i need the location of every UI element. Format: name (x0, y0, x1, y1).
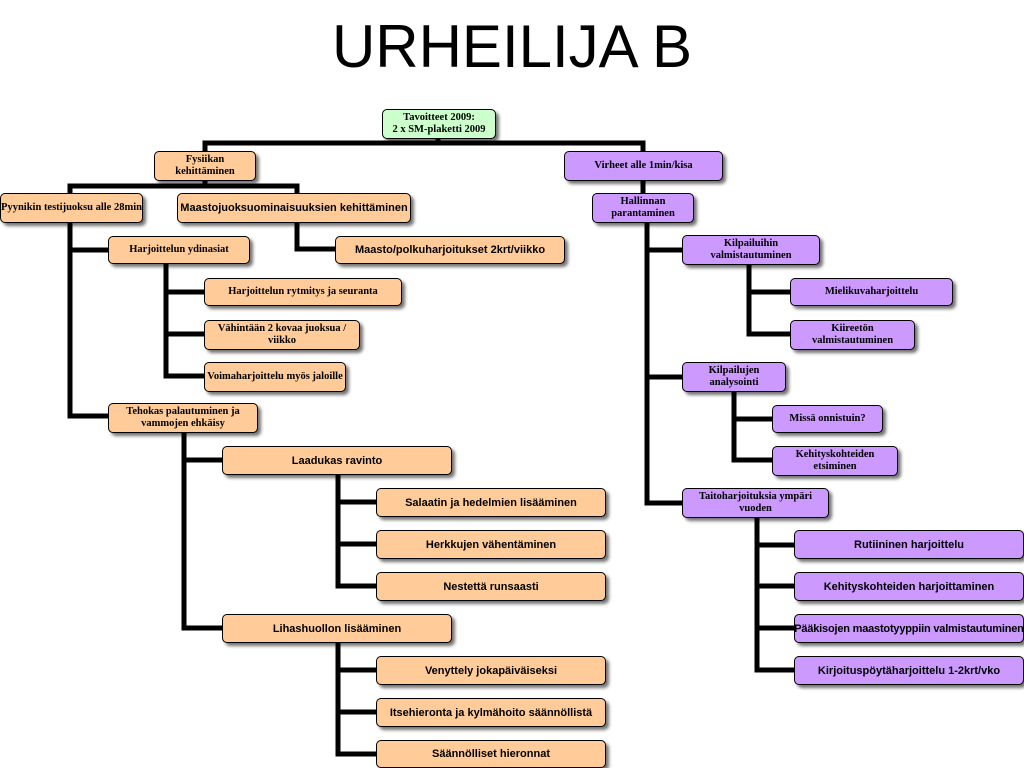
node-label: Taitoharjoituksia ympäri vuoden (698, 491, 813, 514)
node-kirjoituspoyta: Kirjoituspöytäharjoittelu 1-2krt/vko (794, 656, 1024, 685)
node-paakisat: Pääkisojen maastotyyppiin valmistautumin… (794, 614, 1024, 643)
node-label: Nestettä runsaasti (443, 580, 539, 593)
node-label: Säännölliset hieronnat (432, 748, 550, 760)
node-label: Hallinnan parantaminen (611, 196, 675, 219)
node-venyttely: Venyttely jokapäiväiseksi (376, 656, 606, 685)
node-onnistuin: Missä onnistuin? (772, 405, 883, 433)
node-label: Herkkujen vähentäminen (425, 538, 557, 551)
node-pyynikki: Pyynikin testijuoksu alle 28min (0, 193, 143, 223)
node-lihashuolto: Lihashuollon lisääminen (222, 614, 452, 643)
page-title: URHEILIJA B (331, 13, 693, 80)
node-kovaa: Vähintään 2 kovaa juoksua / viikko (204, 320, 360, 350)
node-label: Kiireetön valmistautuminen (811, 323, 894, 346)
node-label: Salaatin ja hedelmien lisääminen (405, 496, 577, 509)
node-rutiini: Rutiininen harjoittelu (794, 530, 1024, 559)
node-herkut: Herkkujen vähentäminen (376, 530, 606, 559)
node-label: Voimaharjoittelu myös jaloille (207, 371, 343, 382)
node-label: Lihashuollon lisääminen (272, 622, 402, 635)
node-label: Maasto/polkuharjoitukset 2krt/viikko (354, 244, 546, 256)
node-label: Laadukas ravinto (291, 454, 383, 467)
node-label: Mielikuvaharjoittelu (824, 286, 919, 297)
node-label: Kilpailuihin valmistautuminen (710, 238, 792, 261)
node-analyysi: Kilpailujen analysointi (682, 362, 786, 392)
node-label: Kehityskohteiden etsiminen (795, 449, 875, 472)
node-label: Maastojuoksuominaisuuksien kehittäminen (180, 202, 408, 214)
node-kehityskohteiden-harjoittaminen: Kehityskohteiden harjoittaminen (794, 572, 1024, 601)
node-maasto-polku: Maasto/polkuharjoitukset 2krt/viikko (335, 236, 565, 264)
node-label: Pääkisojen maastotyyppiin valmistautumin… (794, 622, 1024, 635)
node-kehityskohteiden-etsiminen: Kehityskohteiden etsiminen (772, 446, 898, 476)
goal-text: Tavoitteet 2009: 2 x SM-plaketti 2009 (392, 112, 486, 135)
node-itsehieronta: Itsehieronta ja kylmähoito säännöllistä (376, 698, 606, 727)
node-ravinto: Laadukas ravinto (222, 446, 452, 475)
node-kiireeton: Kiireetön valmistautuminen (790, 320, 915, 350)
node-hieronnat: Säännölliset hieronnat (376, 740, 606, 768)
node-label: Rutiininen harjoittelu (854, 538, 964, 551)
node-label: Pyynikin testijuoksu alle 28min (1, 202, 142, 213)
node-salaatti: Salaatin ja hedelmien lisääminen (376, 488, 606, 517)
node-virheet: Virheet alle 1min/kisa (564, 151, 723, 181)
node-label: Fysiikan kehittäminen (175, 154, 235, 177)
node-mielikuva: Mielikuvaharjoittelu (790, 278, 953, 306)
node-fysiikka: Fysiikan kehittäminen (154, 151, 256, 181)
node-ydinasiat: Harjoittelun ydinasiat (108, 236, 250, 264)
node-kilpailuvalm: Kilpailuihin valmistautuminen (682, 235, 820, 265)
node-label: Vähintään 2 kovaa juoksua / viikko (217, 323, 347, 346)
node-hallinta: Hallinnan parantaminen (592, 193, 694, 223)
node-label: Harjoittelun ydinasiat (129, 244, 229, 255)
node-palautuminen: Tehokas palautuminen ja vammojen ehkäisy (108, 403, 258, 433)
node-label: Venyttely jokapäiväiseksi (424, 664, 558, 677)
node-label: Virheet alle 1min/kisa (594, 160, 693, 171)
node-maastojuoksu: Maastojuoksuominaisuuksien kehittäminen (177, 193, 411, 223)
node-neste: Nestettä runsaasti (376, 572, 606, 601)
node-label: Tehokas palautuminen ja vammojen ehkäisy (126, 406, 240, 429)
node-taito: Taitoharjoituksia ympäri vuoden (682, 488, 829, 518)
node-label: Harjoittelun rytmitys ja seuranta (228, 286, 378, 297)
node-label: Missä onnistuin? (789, 413, 866, 424)
node-voima: Voimaharjoittelu myös jaloille (204, 362, 346, 392)
node-label: Kirjoituspöytäharjoittelu 1-2krt/vko (817, 664, 1001, 677)
node-rytmitys: Harjoittelun rytmitys ja seuranta (204, 278, 402, 306)
node-label: Itsehieronta ja kylmähoito säännöllistä (389, 706, 593, 719)
goal-box: Tavoitteet 2009: 2 x SM-plaketti 2009 (382, 109, 496, 139)
node-label: Kilpailujen analysointi (708, 365, 760, 388)
node-label: Kehityskohteiden harjoittaminen (823, 580, 995, 593)
